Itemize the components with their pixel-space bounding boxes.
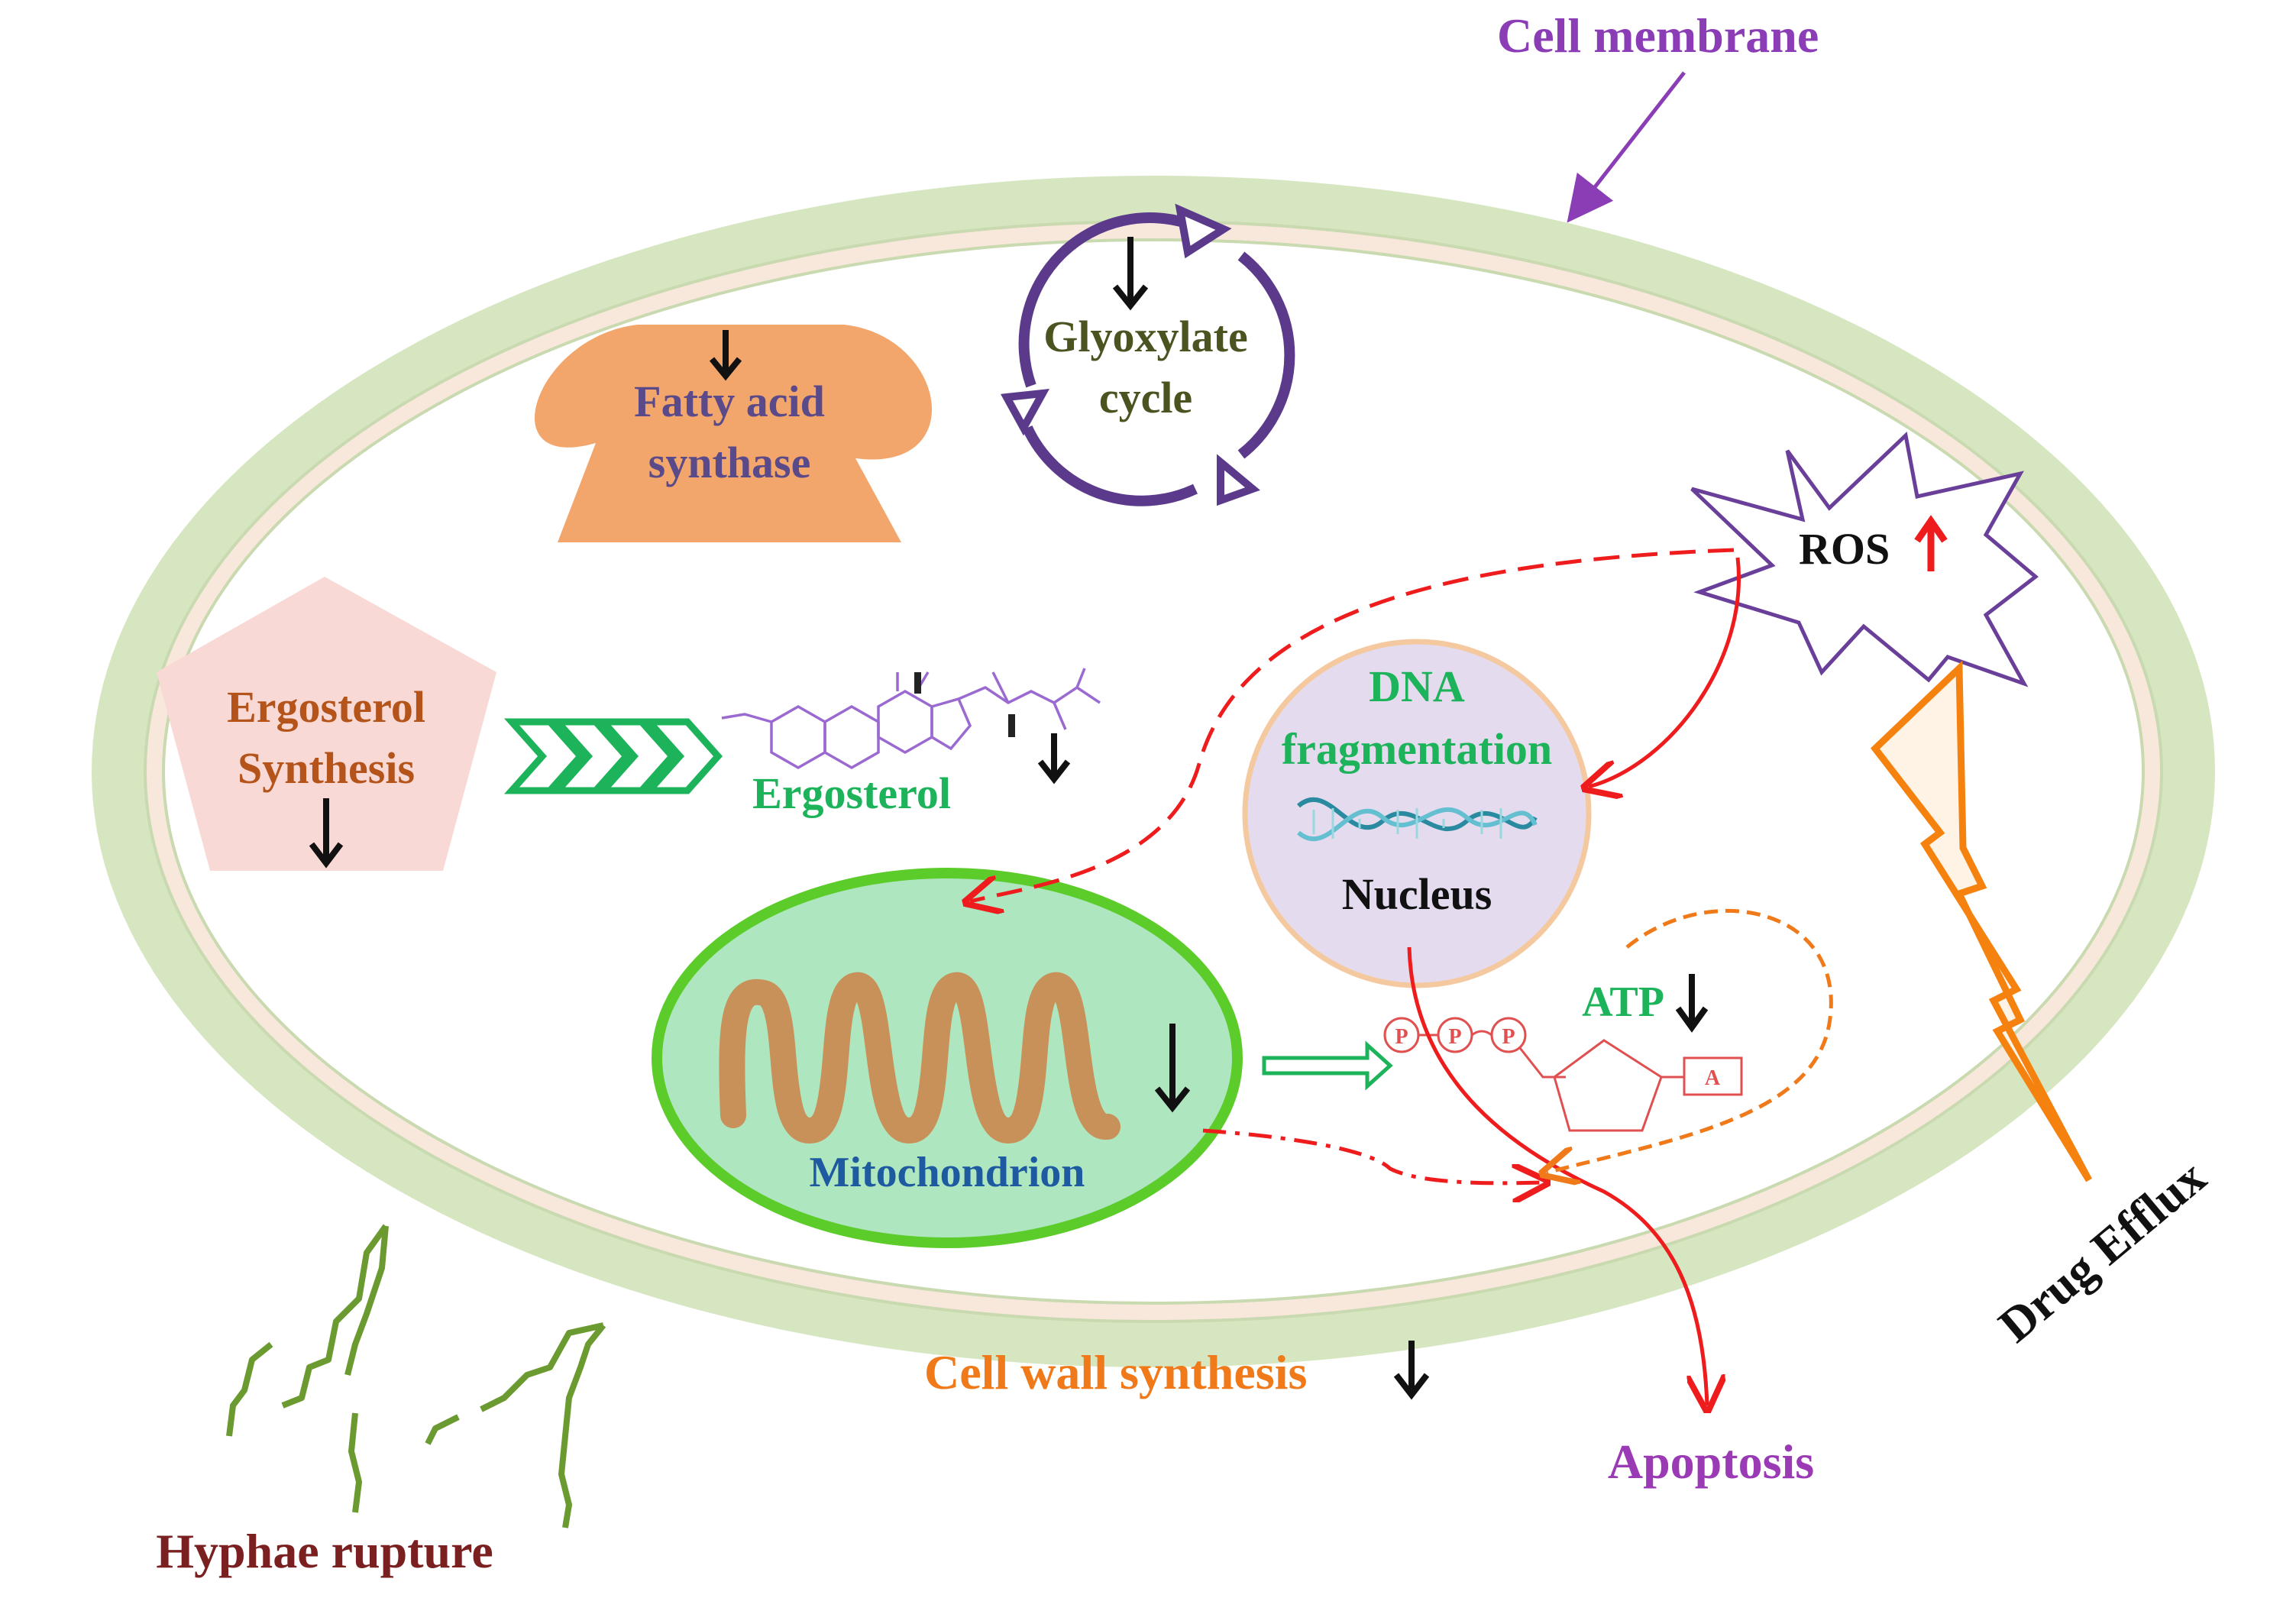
- ergosterol-label: Ergosterol: [752, 768, 951, 818]
- chevron-arrows-icon: [503, 718, 723, 794]
- phosphate-1-label: P: [1395, 1025, 1408, 1049]
- ergosterol-synthesis: Ergosterol Synthesis: [157, 577, 496, 871]
- down-arrow-icon: [1154, 1024, 1191, 1113]
- double-arrow-icon: [1262, 1040, 1393, 1091]
- glyoxylate-arrowhead-3: [1000, 389, 1050, 436]
- starburst-icon: [1690, 432, 2039, 687]
- ergosterol-synthesis-shape: [157, 577, 496, 871]
- ergosterol-synthesis-label-line1: Ergosterol: [227, 682, 425, 732]
- hyphae-lines: [226, 1224, 606, 1528]
- nucleus-to-apoptosis-arrow: [1407, 946, 1707, 1406]
- phosphate-3-label: P: [1502, 1025, 1515, 1049]
- atp-label: ATP: [1582, 979, 1664, 1026]
- glyoxylate-ring-arc-1: [1018, 212, 1195, 388]
- ros-burst: ROS: [1690, 432, 2039, 687]
- phosphate-3: [1490, 1017, 1527, 1053]
- ros-to-mitochondrion-arrow: [970, 548, 1735, 901]
- down-arrow-icon: [709, 330, 742, 381]
- down-arrow-icon: [1037, 733, 1071, 784]
- nucleus: DNA fragmentation Nucleus: [1242, 639, 1592, 988]
- down-arrow-icon: [309, 798, 344, 869]
- mitochondrion-label: Mitochondrion: [810, 1149, 1085, 1196]
- glyoxylate-label-line2: cycle: [1099, 373, 1192, 422]
- fatty-acid-label-line2: synthase: [648, 438, 811, 487]
- adenine-label: A: [1705, 1066, 1721, 1090]
- fatty-acid-label-line1: Fatty acid: [634, 377, 825, 426]
- apoptosis-label: Apoptosis: [1608, 1435, 1814, 1489]
- ribose-ring: [1553, 1039, 1663, 1132]
- mitochondrion-cristae: [719, 972, 1121, 1144]
- glyoxylate-ring-arc-2: [1237, 251, 1295, 459]
- glyoxylate-arrowhead-2: [1217, 454, 1260, 506]
- dna-helix-icon: [1297, 797, 1538, 841]
- glyoxylate-ring-arc-3: [1022, 425, 1198, 506]
- ros-label: ROS: [1799, 524, 1890, 574]
- nucleus-label: Nucleus: [1342, 869, 1492, 919]
- glyoxylate-label-line1: Glyoxylate: [1043, 312, 1247, 361]
- molecule-bold-bonds: [914, 672, 1015, 737]
- atp-molecule: P P P A ATP: [1383, 974, 1743, 1132]
- dna-label-line2: fragmentation: [1282, 724, 1552, 774]
- atp-linker: [1518, 1047, 1566, 1079]
- cell-membrane-label: Cell membrane: [1497, 8, 1819, 63]
- down-arrow-icon: [1675, 974, 1709, 1033]
- down-arrow-icon: [1112, 237, 1149, 311]
- down-arrow-icon: [1393, 1341, 1430, 1400]
- glyoxylate-arrowhead-1: [1175, 203, 1232, 259]
- lightning-bolt-icon: [1870, 660, 2092, 1182]
- ergosterol-synthesis-label-line2: Synthesis: [238, 743, 415, 793]
- cell-membrane-pointer-arrow: [1567, 71, 1686, 223]
- fatty-acid-synthase-shape: [535, 325, 933, 542]
- drug-efflux-label: Drug Efflux: [1988, 1150, 2216, 1353]
- atp-bond-2: [1471, 1030, 1492, 1037]
- molecule-structure-icon: [721, 668, 1101, 770]
- mitochondrion-to-apoptosis-arrow: [1202, 1128, 1543, 1183]
- atp-to-apoptosis-arrow: [1547, 908, 1833, 1173]
- adenine-box: [1683, 1056, 1743, 1096]
- ros-to-nucleus-arrow: [1589, 557, 1741, 787]
- phosphate-2-label: P: [1448, 1025, 1461, 1049]
- fatty-acid-synthase: Fatty acid synthase: [535, 325, 933, 542]
- dna-label-line1: DNA: [1369, 662, 1465, 711]
- mitochondrion: Mitochondrion: [652, 868, 1243, 1248]
- hyphae-rupture-label: Hyphae rupture: [156, 1524, 493, 1578]
- glyoxylate-cycle: Glyoxylate cycle: [1000, 203, 1295, 506]
- cell-wall-synthesis-label: Cell wall synthesis: [924, 1345, 1307, 1399]
- up-arrow-icon: [1914, 515, 1948, 571]
